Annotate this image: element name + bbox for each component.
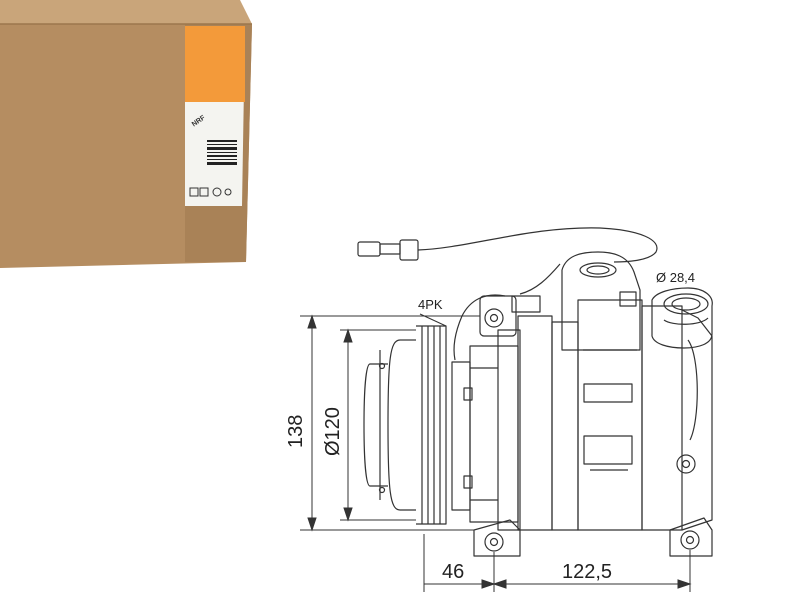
suction-port <box>561 251 641 351</box>
bottom-mount-hole-front <box>484 532 504 552</box>
belt-profile-label: 4PK <box>418 297 443 312</box>
body-window-upper <box>583 383 633 403</box>
pulley <box>363 325 447 525</box>
side-bolt <box>676 454 696 474</box>
bottom-mount-hole-rear <box>680 530 700 550</box>
port-diameter-label: Ø 28,4 <box>656 270 695 285</box>
box-label: NRF <box>185 26 245 206</box>
pulley-diameter-label: Ø120 <box>322 407 344 456</box>
mount-spacing-label: 122,5 <box>562 561 612 583</box>
barcode <box>207 140 237 165</box>
discharge-port <box>651 287 713 349</box>
dimension-lines <box>300 313 692 592</box>
box-top-face <box>0 0 252 24</box>
body-window-lower <box>583 435 633 465</box>
offset-dimension-label: 46 <box>442 561 464 583</box>
front-housing <box>451 329 521 531</box>
height-dimension-label: 138 <box>285 415 307 448</box>
bottom-mounts <box>473 517 713 557</box>
compressor-body <box>517 299 713 531</box>
label-orange-band <box>185 26 245 102</box>
packaging-box: NRF <box>0 0 252 268</box>
certification-marks <box>189 187 232 197</box>
